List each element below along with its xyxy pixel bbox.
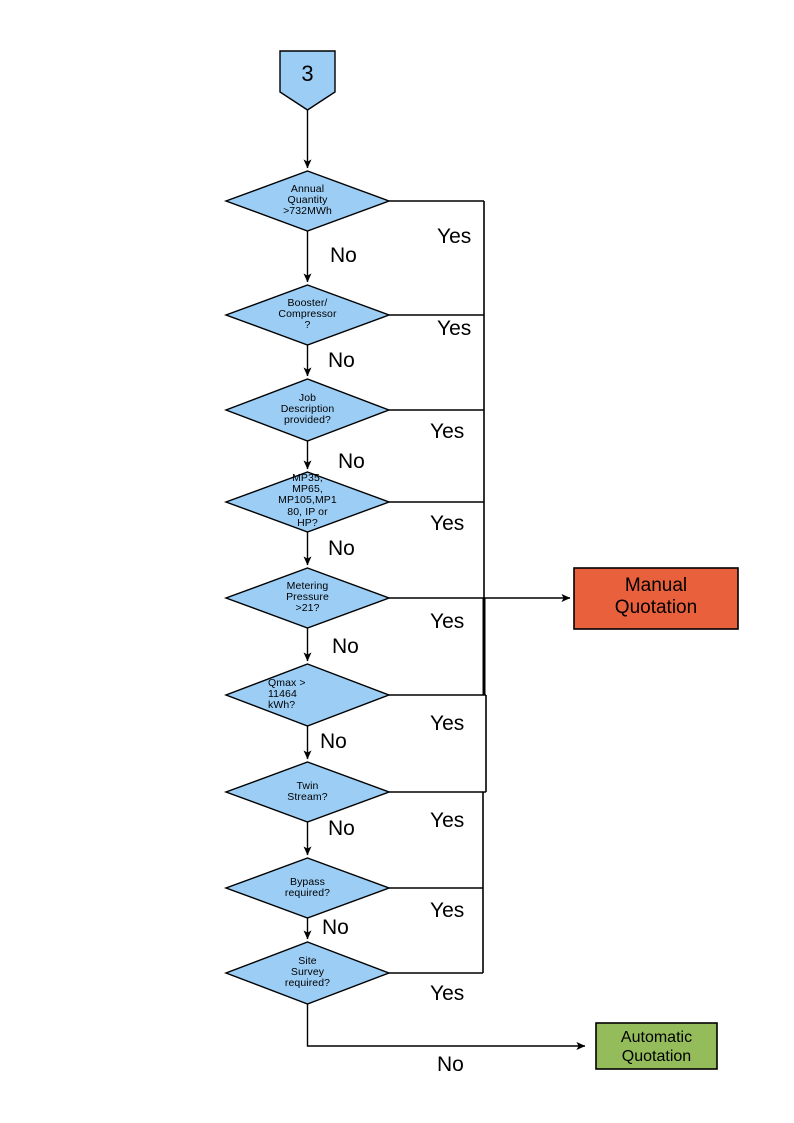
edge-label-no-site-survey: No: [437, 1053, 464, 1076]
edge-label-no-annual: No: [330, 244, 357, 267]
decision-bypass-shape: [223, 857, 392, 919]
edge-label-yes-site-survey: Yes: [430, 982, 465, 1005]
decision-booster-compressor-shape: [223, 284, 392, 346]
edge-label-no-metering-pressure: No: [332, 635, 359, 658]
edge-label-yes-metering-pressure: Yes: [430, 610, 465, 633]
decision-metering-pressure-shape: [223, 567, 392, 629]
terminal-manual-quotation-shape: [573, 567, 739, 630]
edge-label-yes-meter-type: Yes: [430, 512, 465, 535]
edge-label-no-booster: No: [328, 349, 355, 372]
edge-label-no-qmax: No: [320, 730, 347, 753]
decision-meter-type-shape: [223, 471, 392, 533]
edge-label-yes-job-description: Yes: [430, 420, 465, 443]
edge-label-no-twin-stream: No: [328, 817, 355, 840]
edge-label-yes-booster: Yes: [437, 317, 472, 340]
entry-connector-shape: [279, 50, 336, 111]
decision-qmax-shape: [224, 663, 391, 727]
edge-label-no-bypass: No: [322, 916, 349, 939]
edge-label-yes-annual: Yes: [437, 225, 472, 248]
terminal-automatic-quotation-shape: [595, 1022, 718, 1070]
edge-no-site-survey-to-automatic: [306, 1004, 586, 1050]
decision-site-survey-shape: [224, 941, 391, 1005]
edge-label-yes-twin-stream: Yes: [430, 809, 465, 832]
edge-label-yes-qmax: Yes: [430, 712, 465, 735]
decision-twin-stream-shape: [223, 761, 392, 823]
edge-label-no-job-description: No: [338, 450, 365, 473]
edge-label-yes-bypass: Yes: [430, 899, 465, 922]
edge-label-no-meter-type: No: [328, 537, 355, 560]
decision-job-description-shape: [224, 378, 391, 442]
decision-annual-quantity-shape: [223, 170, 392, 232]
